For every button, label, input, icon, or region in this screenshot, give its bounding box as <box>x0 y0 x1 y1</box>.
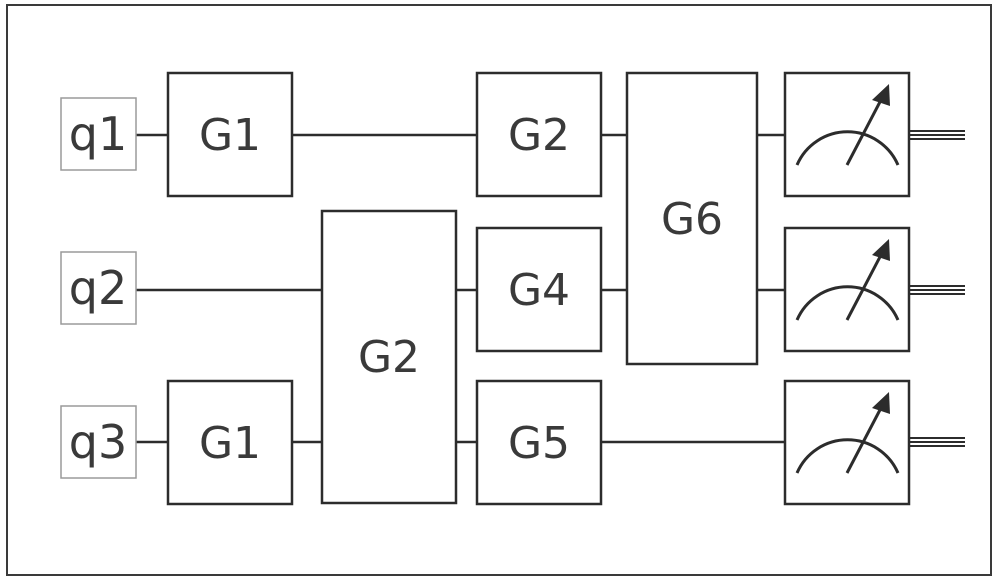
measurement-q1 <box>783 71 911 198</box>
gate-q1-g2: G2 <box>475 71 603 198</box>
meter-icon <box>795 84 900 166</box>
gate-q1-q2-g6: G6 <box>625 71 759 366</box>
diagram-frame <box>6 4 992 576</box>
gate-q1-g2-label: G2 <box>508 110 570 161</box>
qubit-label-q2-text: q2 <box>69 261 127 315</box>
gate-q2-q3-g2-label: G2 <box>358 332 420 383</box>
wires <box>136 133 785 444</box>
gate-q2-g4: G4 <box>475 226 603 353</box>
measurement-q3 <box>783 379 911 506</box>
qubit-label-q1-text: q1 <box>69 107 127 161</box>
gate-q3-g5-label: G5 <box>508 418 570 469</box>
gate-q2-q3-g2: G2 <box>320 209 458 505</box>
meter-icon <box>795 392 900 474</box>
gate-q1-g1-label: G1 <box>199 110 261 161</box>
gate-q1-g1: G1 <box>166 71 294 198</box>
qubit-label-q1: q1 <box>60 97 137 171</box>
measurement-q2 <box>783 226 911 353</box>
qubit-label-q2: q2 <box>60 251 137 325</box>
gate-q2-g4-label: G4 <box>508 265 570 316</box>
gate-q3-g1: G1 <box>166 379 294 506</box>
gate-q3-g1-label: G1 <box>199 418 261 469</box>
classical-outputs <box>909 130 965 447</box>
gate-q1-q2-g6-label: G6 <box>661 194 723 245</box>
meter-icon <box>795 239 900 321</box>
qubit-label-q3-text: q3 <box>69 415 127 469</box>
qubit-label-q3: q3 <box>60 405 137 479</box>
gate-q3-g5: G5 <box>475 379 603 506</box>
